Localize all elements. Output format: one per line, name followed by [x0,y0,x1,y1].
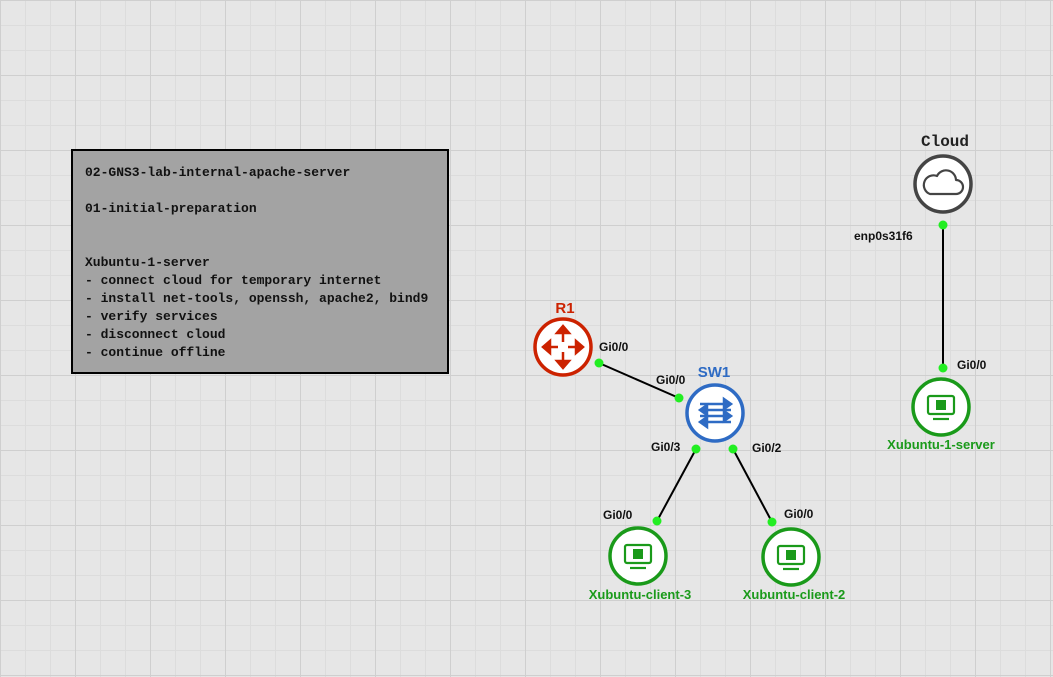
node-label-client3: Xubuntu-client-3 [589,587,692,602]
note-line: Xubuntu-1-server [85,255,210,270]
note-line: - verify services [85,309,218,324]
node-label-sw1: SW1 [698,364,731,381]
lab-note[interactable]: 02-GNS3-lab-internal-apache-server 01-in… [71,149,449,374]
link-sw1-client2[interactable] [732,448,773,523]
node-label-r1: R1 [555,300,574,317]
port-status-dot [938,220,948,230]
note-line [85,182,435,200]
port-label-sw1-client2: Gi0/2 [752,441,782,455]
switch-sw1-node[interactable] [685,383,745,443]
port-label-server: Gi0/0 [957,358,987,372]
port-status-dot [728,444,738,454]
note-line [85,236,435,254]
cloud-shape [922,169,965,196]
switch-icon [685,383,745,443]
node-label-server: Xubuntu-1-server [887,437,995,452]
port-label-client3: Gi0/0 [603,508,633,522]
port-status-dot [652,516,662,526]
port-label-sw1-r1: Gi0/0 [656,373,686,387]
port-status-dot [691,444,701,454]
cloud-node[interactable] [913,154,973,214]
note-line [85,218,435,236]
port-label-client2: Gi0/0 [784,507,814,521]
cloud-icon [913,154,973,214]
link-sw1-client3[interactable] [656,448,697,522]
note-line: - install net-tools, openssh, apache2, b… [85,291,429,306]
host-xubuntu-1-server-node[interactable] [911,377,971,437]
host-xubuntu-client-3-node[interactable] [608,526,668,586]
node-label-cloud: Cloud [921,133,969,151]
port-label-cloud: enp0s31f6 [854,229,913,243]
link-r1-sw1[interactable] [598,362,680,399]
host-xubuntu-client-2-node[interactable] [761,527,821,587]
note-line: 02-GNS3-lab-internal-apache-server [85,165,351,180]
node-label-client2: Xubuntu-client-2 [743,587,846,602]
port-status-dot [767,517,777,527]
port-status-dot [938,363,948,373]
port-status-dot [594,358,604,368]
router-icon [533,317,593,377]
note-line: - disconnect cloud [85,327,226,342]
port-label-sw1-client3: Gi0/3 [651,440,681,454]
router-r1-node[interactable] [533,317,593,377]
note-line: 01-initial-preparation [85,201,257,216]
note-line: - continue offline [85,345,226,360]
port-status-dot [674,393,684,403]
note-line: - connect cloud for temporary internet [85,273,382,288]
port-label-r1: Gi0/0 [599,340,629,354]
